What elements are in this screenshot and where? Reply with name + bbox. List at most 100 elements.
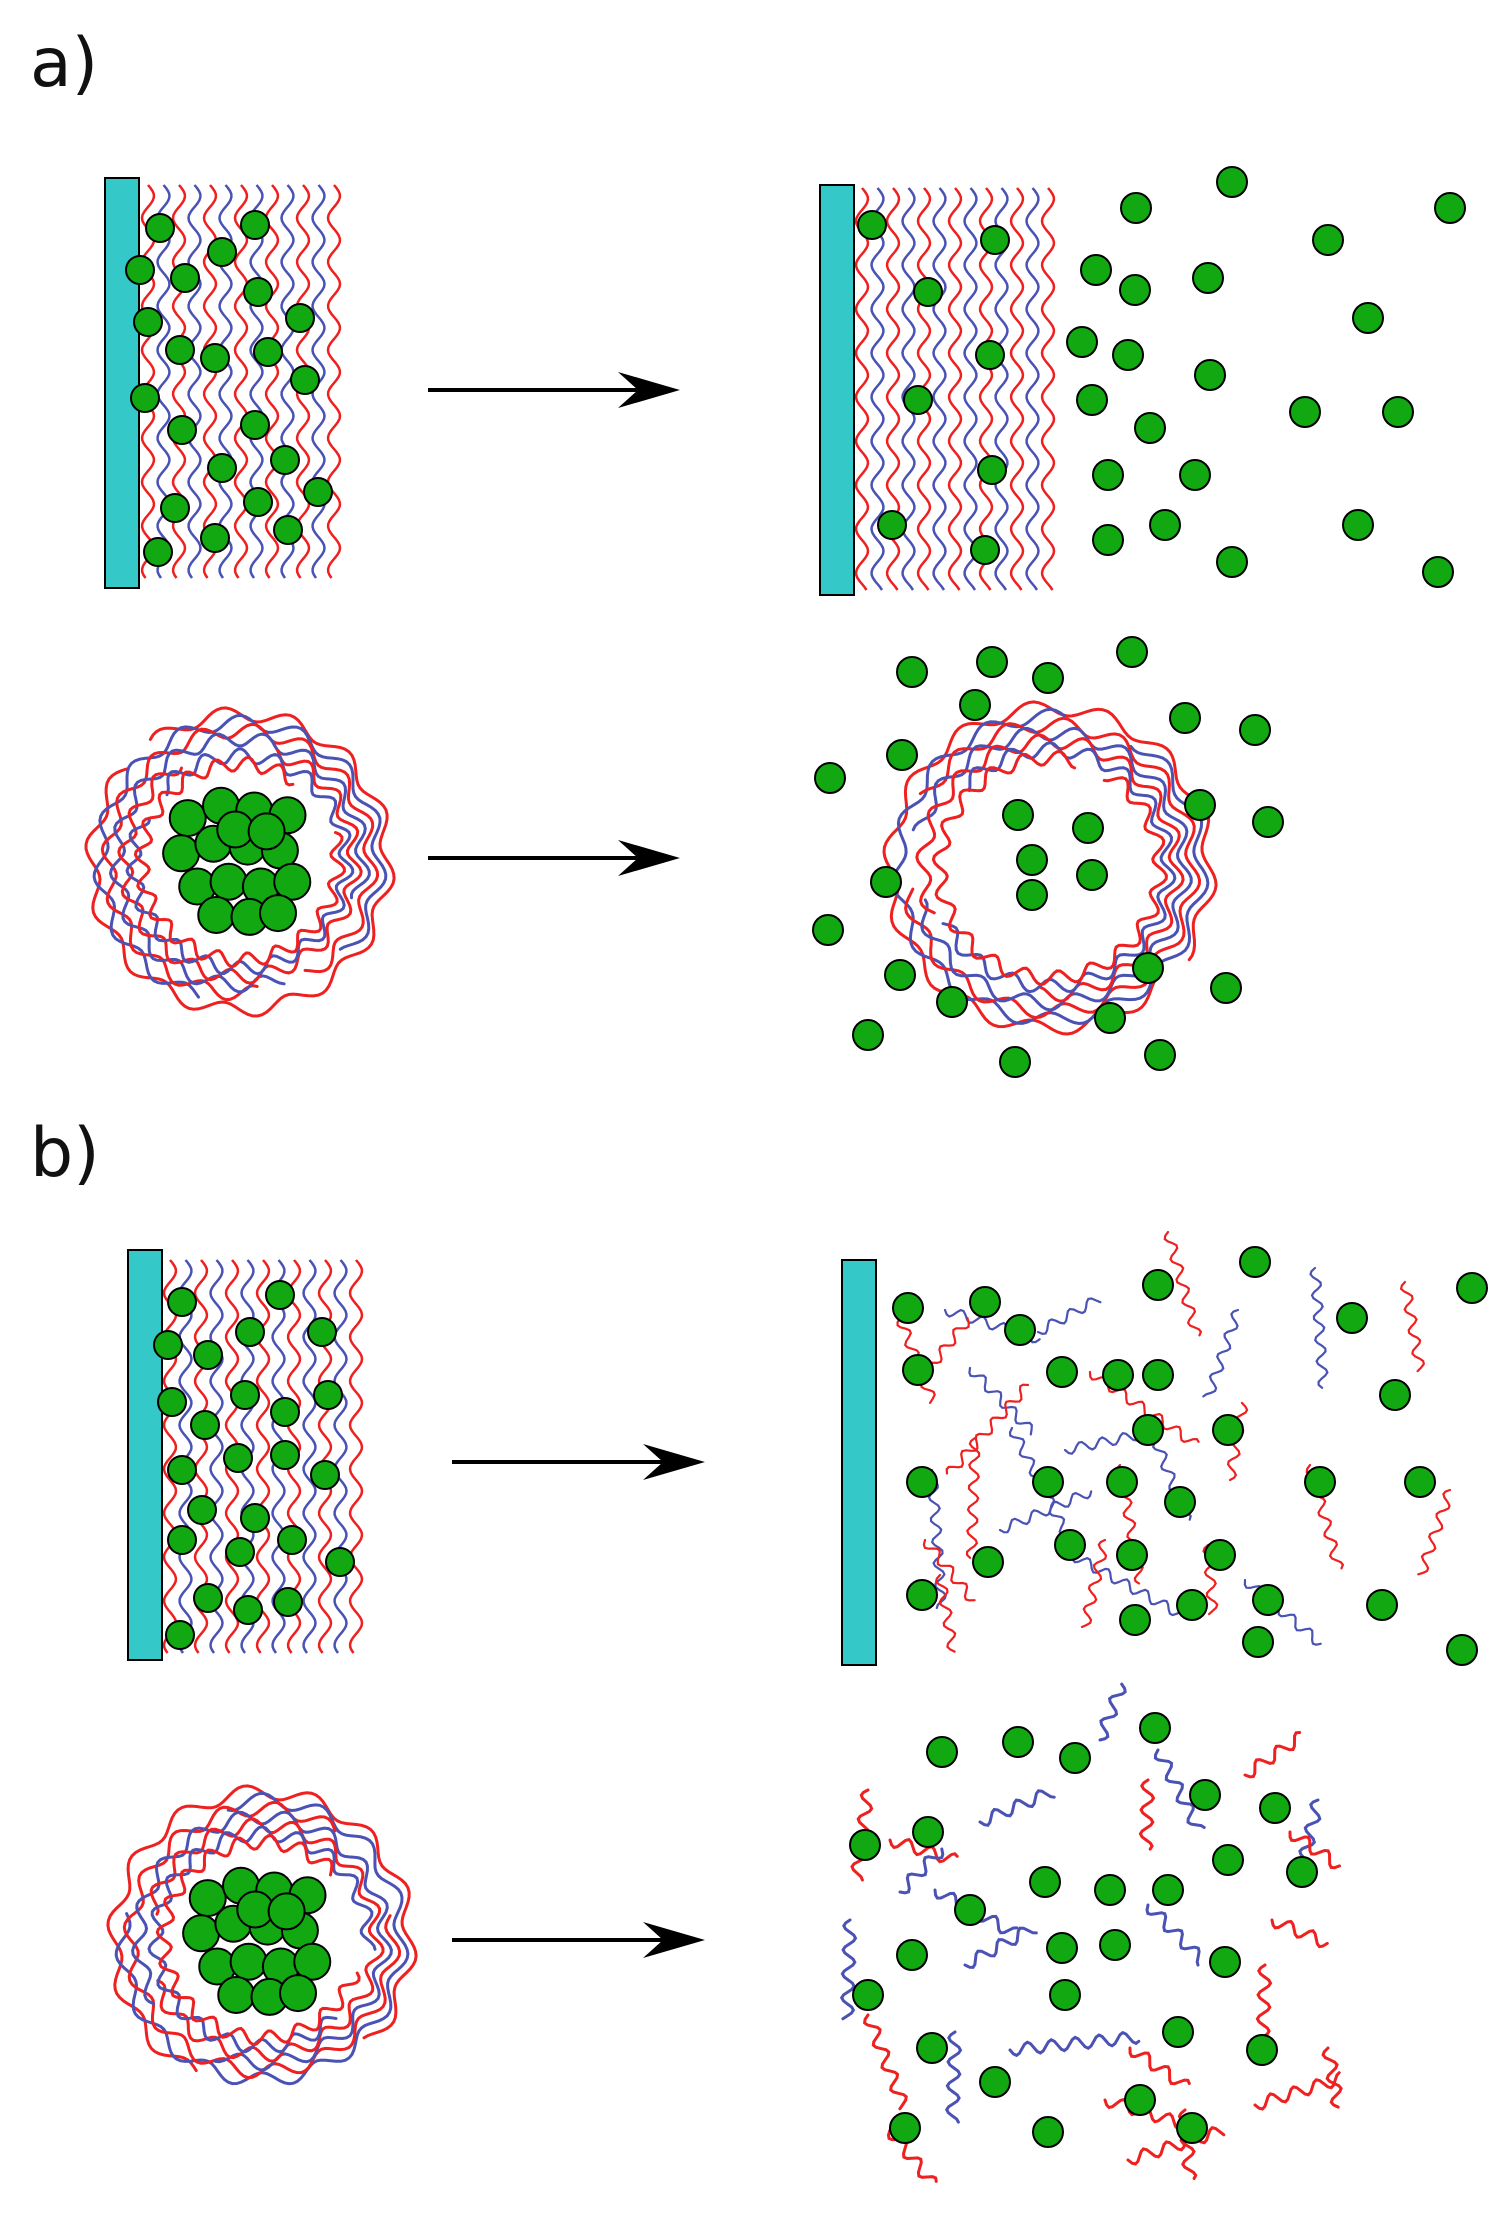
particle <box>1119 1604 1151 1636</box>
particle <box>1076 859 1108 891</box>
particle <box>903 385 933 415</box>
blue-polymer-fragment <box>1098 1682 1127 1742</box>
b-capsule-after <box>839 1682 1343 2183</box>
particle <box>1106 1466 1138 1498</box>
particle <box>1046 1356 1078 1388</box>
particle <box>1216 166 1248 198</box>
arrow-head <box>618 372 680 408</box>
particle <box>852 1979 884 2011</box>
particle <box>999 1046 1031 1078</box>
particle <box>1259 1792 1291 1824</box>
particle <box>1032 662 1064 694</box>
particle <box>1016 844 1048 876</box>
blue-polymer-chain <box>280 184 295 579</box>
particle <box>1116 636 1148 668</box>
red-shell-layer <box>155 1834 361 2047</box>
particle <box>187 1495 217 1525</box>
particle <box>896 656 928 688</box>
particle <box>240 210 270 240</box>
panel-label-b: b) <box>30 1114 100 1193</box>
particle <box>1434 192 1466 224</box>
b-film-before-particles <box>153 1280 355 1650</box>
particle <box>270 445 300 475</box>
particle <box>240 1503 270 1533</box>
b-film-after <box>841 1230 1488 1666</box>
particle <box>125 255 155 285</box>
cluster-particle <box>229 1942 268 1981</box>
particle <box>1366 1589 1398 1621</box>
particle <box>977 455 1007 485</box>
particle <box>1059 1742 1091 1774</box>
particle <box>285 303 315 333</box>
particle <box>902 1354 934 1386</box>
particle <box>976 646 1008 678</box>
particle <box>1304 1466 1336 1498</box>
particle <box>190 1410 220 1440</box>
b-capsule-arrow <box>452 1922 705 1958</box>
particle <box>310 1460 340 1490</box>
particle <box>906 1579 938 1611</box>
particle <box>1132 1414 1164 1446</box>
particle <box>193 1340 223 1370</box>
particle <box>1139 1712 1171 1744</box>
red-shell-layer <box>106 1784 418 2073</box>
particle <box>1164 1486 1196 1518</box>
red-shell-layer <box>149 1817 385 2063</box>
cluster-particle <box>273 862 312 901</box>
a-film-after-chains <box>854 187 1056 591</box>
particle <box>130 383 160 413</box>
cluster-particle <box>267 1892 306 1931</box>
red-shell-layer <box>117 749 363 985</box>
particle <box>1080 254 1112 286</box>
particle <box>1216 546 1248 578</box>
b-capsule-before-shell <box>106 1784 418 2086</box>
particle <box>1072 812 1104 844</box>
particle <box>1169 702 1201 734</box>
particle <box>160 493 190 523</box>
particle <box>270 1397 300 1427</box>
red-shell-layer <box>931 750 1168 987</box>
red-polymer-fragment <box>1399 1280 1425 1373</box>
blue-polymer-fragment <box>1008 2030 1141 2058</box>
red-polymer-chain <box>233 184 249 579</box>
arrow-head <box>618 840 680 876</box>
blue-shell-layer <box>92 713 388 999</box>
particle <box>1342 509 1374 541</box>
a-capsule-arrow <box>428 840 680 876</box>
particle <box>1212 1414 1244 1446</box>
particle <box>265 1280 295 1310</box>
particle <box>884 959 916 991</box>
particle <box>1176 2112 1208 2144</box>
b-film-arrow <box>452 1444 705 1480</box>
red-polymer-fragment <box>862 2013 908 2111</box>
a-capsule-after-particles <box>812 636 1284 1078</box>
particle <box>870 866 902 898</box>
particle <box>1142 1269 1174 1301</box>
panel-label-a: a) <box>30 24 99 103</box>
a-capsule-after-shell <box>882 700 1218 1036</box>
arrow-head <box>643 1922 705 1958</box>
particle <box>1456 1272 1488 1304</box>
particle <box>1029 1866 1061 1898</box>
blue-polymer-fragment <box>963 1926 1038 1969</box>
blue-polymer-chain <box>333 1259 348 1654</box>
blue-polymer-chain <box>994 187 1009 591</box>
b-film-before-substrate <box>127 1249 163 1661</box>
particle <box>1094 1874 1126 1906</box>
particle <box>980 225 1010 255</box>
particle <box>1209 1946 1241 1978</box>
particle <box>165 1620 195 1650</box>
particle <box>1116 1539 1148 1571</box>
particle <box>167 1455 197 1485</box>
red-polymer-chain <box>255 1259 271 1654</box>
cluster-particle <box>293 1942 332 1981</box>
particle <box>230 1380 260 1410</box>
arrow-head <box>643 1444 705 1480</box>
cluster-particle <box>197 896 236 934</box>
red-polymer-chain <box>1009 187 1025 591</box>
particle <box>972 1546 1004 1578</box>
particle <box>233 1595 263 1625</box>
b-capsule-after-particles <box>849 1712 1318 2148</box>
red-polymer-fragment <box>922 1538 976 1602</box>
red-polymer-fragment <box>888 1837 959 1864</box>
